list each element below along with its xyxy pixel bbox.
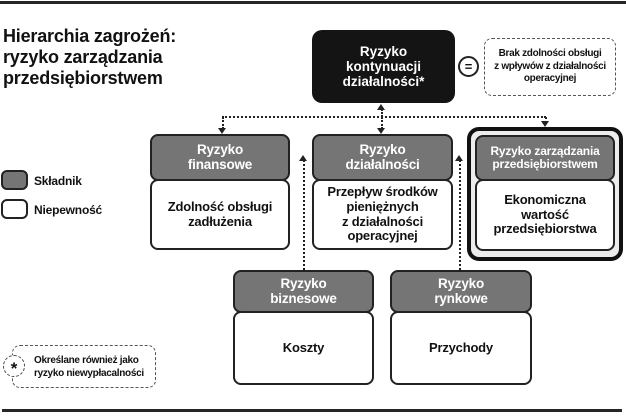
- node-header-biznesowe: Ryzyko biznesowe: [233, 270, 374, 313]
- legend-uncertainty-swatch: [1, 199, 28, 219]
- equals-icon: =: [458, 56, 479, 77]
- connector-stub-dzialalnosci: [381, 117, 383, 129]
- node-ryzyko-kontynuacji: Ryzyko kontynuacji działalności*: [312, 30, 455, 103]
- connector-stub-finansowe: [222, 117, 224, 129]
- node-ryzyko-rynkowe: Ryzyko rynkowe Przychody: [390, 270, 532, 385]
- connector-arrow-down-finansowe: [218, 128, 226, 134]
- node-ryzyko-finansowe: Ryzyko finansowe Zdolność obsługi zadłuż…: [150, 134, 290, 250]
- footnote-box: Określane również jako ryzyko niewypłaca…: [12, 345, 156, 388]
- asterisk-icon: *: [3, 355, 25, 378]
- connector-arrow-up-rynkowe: [455, 155, 463, 161]
- legend-component-swatch: [1, 170, 28, 190]
- connector-arrow-up-center: [377, 104, 385, 110]
- page-title: Hierarchia zagrożeń: ryzyko zarządzania …: [3, 26, 177, 88]
- node-body-dzialalnosci: Przepływ środków pieniężnych z działalno…: [312, 179, 453, 250]
- node-body-finansowe: Zdolność obsługi zadłużenia: [150, 179, 290, 250]
- node-ryzyko-zarzadzania-highlight: Ryzyko zarządzania przedsiębiorstwem Eko…: [467, 127, 623, 261]
- connector-rynkowe-vertical: [459, 160, 461, 270]
- node-ryzyko-dzialalnosci: Ryzyko działalności Przepływ środków pie…: [312, 134, 453, 250]
- node-ryzyko-biznesowe: Ryzyko biznesowe Koszty: [233, 270, 374, 385]
- connector-horizontal: [222, 116, 546, 118]
- connector-arrow-down-dzialalnosci: [377, 128, 385, 134]
- node-header-rynkowe: Ryzyko rynkowe: [390, 270, 532, 313]
- node-header-dzialalnosci: Ryzyko działalności: [312, 134, 453, 181]
- node-body-rynkowe: Przychody: [390, 311, 532, 385]
- node-header-zarzadzania: Ryzyko zarządzania przedsiębiorstwem: [475, 135, 615, 181]
- node-body-zarzadzania: Ekonomiczna wartość przedsiębiorstwa: [475, 179, 615, 251]
- connector-arrow-down-zarzadzania: [541, 121, 549, 127]
- node-header-finansowe: Ryzyko finansowe: [150, 134, 290, 181]
- bottom-rule: [2, 409, 622, 412]
- connector-top-vertical: [381, 109, 383, 117]
- legend-component-label: Składnik: [34, 174, 82, 188]
- connector-arrow-up-biznesowe: [299, 155, 307, 161]
- top-rule: [0, 1, 626, 4]
- node-body-biznesowe: Koszty: [233, 311, 374, 385]
- connector-biznesowe-vertical: [303, 160, 305, 270]
- connector-stub-zarzadzania: [545, 117, 547, 123]
- legend-uncertainty-label: Niepewność: [34, 203, 103, 217]
- equals-note-box: Brak zdolności obsługi z wpływów z dział…: [484, 38, 616, 96]
